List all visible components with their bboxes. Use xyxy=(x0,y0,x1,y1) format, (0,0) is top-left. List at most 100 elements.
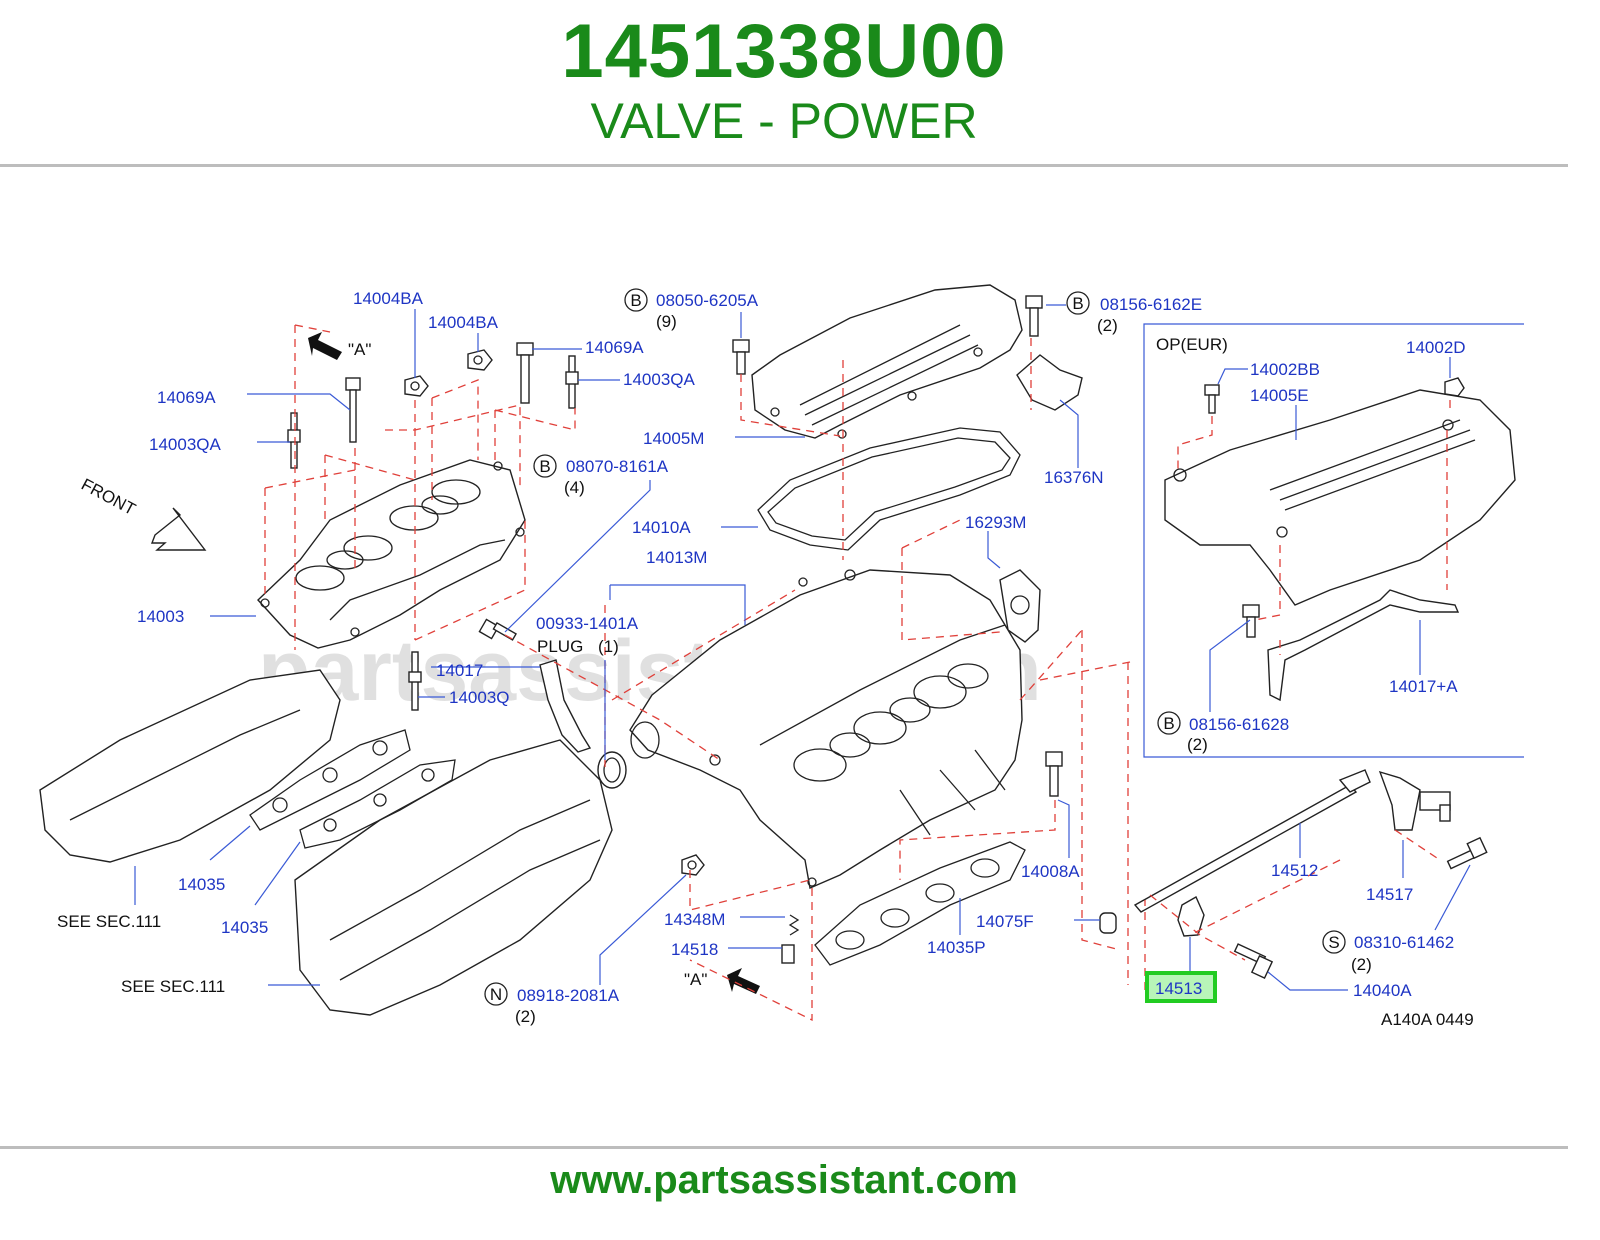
part-number-title: 1451338U00 xyxy=(561,9,1007,94)
label-14002D[interactable]: 14002D xyxy=(1406,338,1466,357)
svg-text:N: N xyxy=(490,985,502,1004)
label-14518[interactable]: 14518 xyxy=(671,940,718,959)
label-14003QA-left[interactable]: 14003QA xyxy=(149,435,221,454)
label-14017[interactable]: 14017 xyxy=(436,661,483,680)
label-qty-2-a: (2) xyxy=(1097,316,1118,335)
view-a-arrow-lower-icon xyxy=(727,968,760,994)
bolt-14069A-left[interactable] xyxy=(345,377,361,443)
label-16293M[interactable]: 16293M xyxy=(965,513,1026,532)
label-14069A-left[interactable]: 14069A xyxy=(157,388,216,407)
svg-text:B: B xyxy=(1163,714,1174,733)
intake-manifold-14003[interactable] xyxy=(257,459,526,649)
label-08070-8161A[interactable]: 08070-8161A xyxy=(566,457,669,476)
label-08918-2081A[interactable]: 08918-2081A xyxy=(517,986,620,1005)
engine-cover-14005E[interactable] xyxy=(1164,389,1516,606)
nut-14348M[interactable] xyxy=(681,854,705,876)
label-14013M[interactable]: 14013M xyxy=(646,548,707,567)
label-14075F[interactable]: 14075F xyxy=(976,912,1034,931)
bolt-08156-61628[interactable] xyxy=(1242,604,1260,638)
label-14002BB[interactable]: 14002BB xyxy=(1250,360,1320,379)
spacer-14075F[interactable] xyxy=(1099,912,1117,934)
label-view-a-upper: "A" xyxy=(348,340,371,359)
label-08156-6162E[interactable]: 08156-6162E xyxy=(1100,295,1202,314)
actuator-14517[interactable] xyxy=(1378,770,1451,831)
op-eur-frame xyxy=(1143,323,1524,758)
assembly-lines-op-eur xyxy=(1177,400,1451,655)
bracket-14017[interactable] xyxy=(539,659,592,753)
front-arrow-icon xyxy=(150,507,207,551)
svg-text:B: B xyxy=(539,457,550,476)
bolt-14008A[interactable] xyxy=(1045,751,1063,797)
rod-14512[interactable] xyxy=(1133,769,1371,913)
spring-14518[interactable] xyxy=(781,914,800,964)
gasket-14035-upper[interactable] xyxy=(249,729,411,831)
nut-14004BA-2[interactable] xyxy=(467,349,493,371)
top-divider xyxy=(0,164,1568,167)
label-08156-61628[interactable]: 08156-61628 xyxy=(1189,715,1289,734)
stud-14003QA-left[interactable] xyxy=(287,412,301,469)
label-14010A[interactable]: 14010A xyxy=(632,518,691,537)
gasket-14035-lower[interactable] xyxy=(299,759,456,849)
nut-14004BA-1[interactable] xyxy=(404,375,429,397)
label-14003[interactable]: 14003 xyxy=(137,607,184,626)
nut-14002D[interactable] xyxy=(1444,377,1465,397)
label-14003Q[interactable]: 14003Q xyxy=(449,688,510,707)
cylinder-head-left[interactable] xyxy=(39,669,341,863)
assembly-lines-left xyxy=(264,324,576,650)
label-14003QA-top[interactable]: 14003QA xyxy=(623,370,695,389)
view-a-arrow-upper-icon xyxy=(308,332,342,360)
intake-manifold-main[interactable] xyxy=(629,569,1023,889)
gasket-14035P[interactable] xyxy=(814,841,1026,966)
bolt-08050-6205A[interactable] xyxy=(732,339,750,375)
collector-cover-14005M[interactable] xyxy=(751,284,1023,439)
label-16376N[interactable]: 16376N xyxy=(1044,468,1104,487)
assembly-lines-center xyxy=(504,338,1131,1022)
label-qty-9: (9) xyxy=(656,312,677,331)
label-qty-1: (1) xyxy=(598,637,619,656)
label-14348M[interactable]: 14348M xyxy=(664,910,725,929)
label-14035-lower[interactable]: 14035 xyxy=(221,918,268,937)
label-view-a-lower: "A" xyxy=(684,970,707,989)
label-14035-upper[interactable]: 14035 xyxy=(178,875,225,894)
label-qty-2-d: (2) xyxy=(1187,735,1208,754)
stud-14003QA-top[interactable] xyxy=(565,355,579,409)
label-14004BA-2[interactable]: 14004BA xyxy=(428,313,499,332)
valve-plate-14513[interactable] xyxy=(1177,896,1205,937)
svg-text:B: B xyxy=(630,291,641,310)
circle-marker-b-4: B xyxy=(1157,711,1181,735)
label-14040A[interactable]: 14040A xyxy=(1353,981,1412,1000)
label-14017-A[interactable]: 14017+A xyxy=(1389,677,1458,696)
label-14008A[interactable]: 14008A xyxy=(1021,862,1080,881)
label-qty-2-b: (2) xyxy=(515,1007,536,1026)
label-14513[interactable]: 14513 xyxy=(1155,979,1202,998)
cylinder-head-right[interactable] xyxy=(294,739,613,1016)
label-14512[interactable]: 14512 xyxy=(1271,861,1318,880)
stud-14003Q[interactable] xyxy=(408,651,422,711)
bracket-16376N[interactable] xyxy=(1016,354,1083,411)
label-see-sec-111-lower: SEE SEC.111 xyxy=(121,977,225,996)
bolt-08310-61462[interactable] xyxy=(1446,836,1488,870)
highlight-box-14513 xyxy=(1145,971,1217,1003)
label-14004BA-1[interactable]: 14004BA xyxy=(353,289,424,308)
bolt-14002BB[interactable] xyxy=(1204,384,1220,414)
plug-00933-1401A[interactable] xyxy=(597,751,627,789)
label-00933-1401A[interactable]: 00933-1401A xyxy=(536,614,639,633)
label-front: FRONT xyxy=(78,475,139,519)
bracket-14017-A[interactable] xyxy=(1267,589,1460,702)
label-08310-61462[interactable]: 08310-61462 xyxy=(1354,933,1454,952)
footer-url-link[interactable]: www.partsassistant.com xyxy=(550,1158,1018,1202)
label-14035P[interactable]: 14035P xyxy=(927,938,986,957)
label-14517[interactable]: 14517 xyxy=(1366,885,1413,904)
leader-lines xyxy=(134,304,1471,991)
circle-marker-b-3: B xyxy=(533,454,557,478)
label-qty-4: (4) xyxy=(564,478,585,497)
bolt-14040A[interactable] xyxy=(1233,943,1274,980)
bolt-08156-6162E[interactable] xyxy=(1025,295,1043,337)
gasket-14010A[interactable] xyxy=(757,427,1021,551)
label-14005M[interactable]: 14005M xyxy=(643,429,704,448)
label-14005E[interactable]: 14005E xyxy=(1250,386,1309,405)
label-14069A-top[interactable]: 14069A xyxy=(585,338,644,357)
bolt-14069A-top[interactable] xyxy=(516,342,534,404)
part-name-subtitle: VALVE - POWER xyxy=(590,93,978,149)
label-08050-6205A[interactable]: 08050-6205A xyxy=(656,291,759,310)
